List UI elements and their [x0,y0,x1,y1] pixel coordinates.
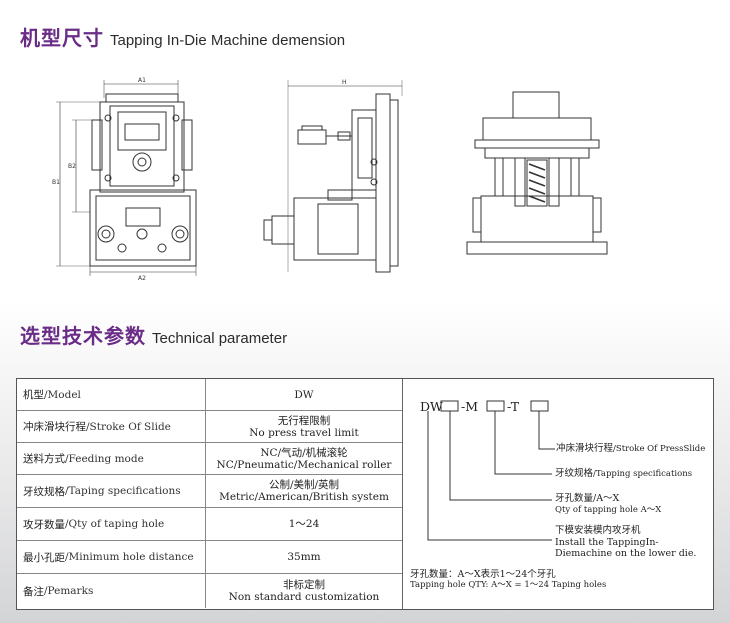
label-b2: B2 [68,163,76,170]
legend-spec-en: /Tapping specifications [593,469,693,479]
front-view-drawing: A1 A2 B1 B2 [52,77,197,282]
code-t: -T [507,399,520,414]
row-key-en: /Qty of taping hole [65,518,165,530]
legend-spec: 牙纹规格/Tapping specifications [555,468,692,481]
table-row: 攻牙数量/Qty of taping hole 1～24 [17,508,402,541]
parameter-heading: 选型技术参数 Technical parameter [20,320,287,349]
row-value-line1: 无行程限制 [277,414,331,427]
row-key-cn: 送料方式 [23,453,65,465]
label-b1: B1 [52,179,60,186]
end-view-drawing [466,91,608,255]
row-key-cn: 冲床滑块行程 [23,421,86,433]
row-key-cn: 牙纹规格 [23,485,65,498]
row-key-cn: 机型 [23,389,44,401]
row-value-line1: 公制/美制/英制 [268,479,340,491]
row-key-en: /Minimum hole distance [65,551,194,563]
table-divider [402,379,403,609]
dimension-heading: 机型尺寸 Tapping In-Die Machine demension [20,22,345,51]
row-key-en: /Stroke Of Slide [86,420,171,433]
label-h: H [342,79,347,86]
row-value-line1: 1～24 [288,518,320,530]
row-key-en: /Pemarks [44,585,94,597]
row-key: 冲床滑块行程/Stroke Of Slide [17,411,206,442]
parameter-heading-cn: 选型技术参数 [20,324,146,348]
row-value-line1: NC/气动/机械滚轮 [260,446,348,459]
label-a2: A2 [138,275,146,282]
row-value-line1: DW [294,388,314,401]
legend-install-line1: 下模安装模内攻牙机 [555,525,641,536]
row-value-line2: Metric/American/British system [219,491,389,503]
row-key: 机型/Model [17,379,206,410]
row-key: 备注/Pemarks [17,574,206,608]
code-prefix: DW [420,399,443,414]
dimension-heading-en: Tapping In-Die Machine demension [110,32,346,49]
parameter-heading-en: Technical parameter [152,330,288,347]
code-m: -M [461,399,479,414]
row-value-line2: NC/Pneumatic/Mechanical roller [216,458,392,471]
label-a1: A1 [138,77,146,84]
row-key-en: /Feeding mode [65,452,144,465]
row-value-line2: Non standard customization [228,591,380,603]
legend-stroke: 冲床滑块行程/Stroke Of PressSlide [556,443,705,456]
row-value-line2: No press travel limit [249,426,359,439]
side-view-drawing: H [263,79,403,273]
row-key-cn: 备注 [23,585,44,598]
legend-install-line3: Diemachine on the lower die. [555,548,697,559]
row-key-cn: 最小孔距 [23,551,65,564]
legend-qty-line2: Qty of tapping hole A～X [555,504,662,515]
row-key-en: /Taping specifications [65,485,181,497]
legend-stroke-en: /Stroke Of PressSlide [613,444,706,454]
legend-spec-cn: 牙纹规格 [555,468,594,479]
tapping-note-line1: 牙孔数量：A～X表示1～24个牙孔 [410,569,556,580]
row-value: 35mm [206,541,402,573]
legend-qty: 牙孔数量/A～X Qty of tapping hole A～X [555,493,661,516]
row-value: DW [206,379,402,410]
legend-install-line2: Install the TappingIn- [555,536,659,548]
row-key: 攻牙数量/Qty of taping hole [17,508,206,540]
table-row: 最小孔距/Minimum hole distance 35mm [17,541,402,574]
table-row: 机型/Model DW [17,379,402,411]
tapping-note: 牙孔数量：A～X表示1～24个牙孔 Tapping hole QTY: A～X … [410,569,606,591]
dimension-heading-cn: 机型尺寸 [20,26,104,50]
legend-qty-line1: 牙孔数量/A～X [555,493,620,504]
legend-stroke-cn: 冲床滑块行程 [556,443,614,454]
row-key: 送料方式/Feeding mode [17,443,206,474]
row-value-line1: 35mm [287,551,321,563]
row-value-line1: 非标定制 [283,579,325,591]
legend-install: 下模安装模内攻牙机 Install the TappingIn- Diemach… [555,525,696,560]
tapping-note-line2: Tapping hole QTY: A～X = 1～24 Taping hole… [410,580,607,590]
row-value: 1～24 [206,508,402,540]
row-key: 牙纹规格/Taping specifications [17,475,206,507]
row-key-cn: 攻牙数量 [23,518,65,531]
row-key-en: /Model [44,388,81,401]
row-key: 最小孔距/Minimum hole distance [17,541,206,573]
parameter-table: 机型/Model DW 冲床滑块行程/Stroke Of Slide 无行程限制… [16,378,714,610]
